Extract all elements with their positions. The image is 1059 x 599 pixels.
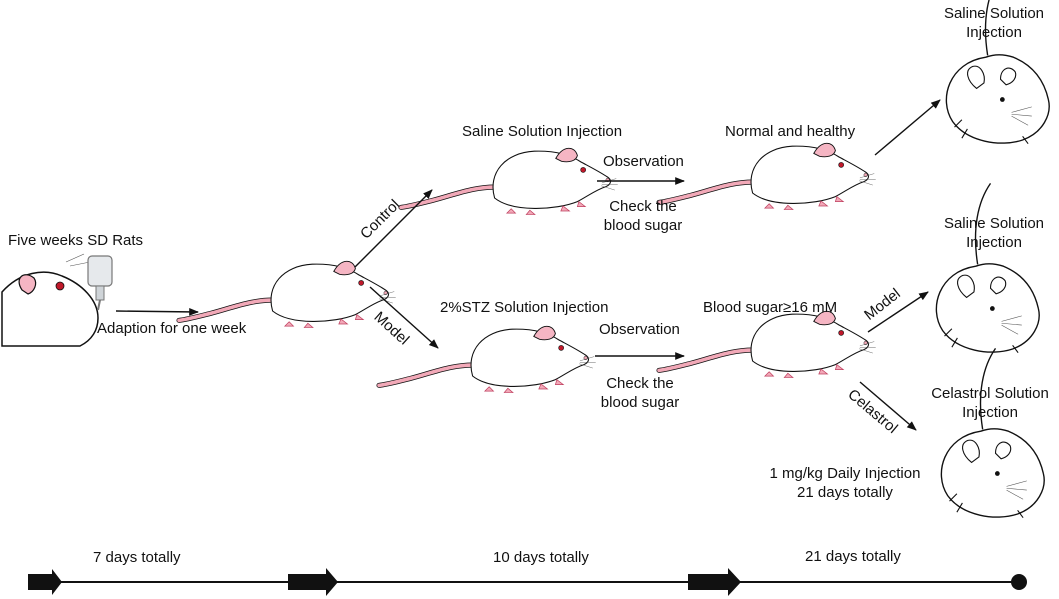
normal-group-arrow [874, 99, 941, 156]
flow-arrows [115, 99, 941, 431]
model-group-arrow [867, 291, 929, 333]
timeline-phase-2-label: 10 days totally [493, 549, 589, 566]
start-rat-illustration [1, 253, 113, 347]
start-label: Five weeks SD Rats [8, 232, 144, 249]
control-injection-rat [401, 148, 618, 214]
model-observation-label: Observation [599, 321, 680, 338]
model-arrow [369, 286, 439, 349]
celastrol-group-arrow [859, 381, 917, 431]
control-outcome-label: Normal and healthy [725, 123, 856, 140]
model-injection-label: 2%STZ Solution Injection [440, 299, 609, 316]
control-injection-label: Saline Solution Injection [462, 123, 623, 140]
baseline-rat [179, 261, 396, 327]
celastrol-group-mouse [940, 347, 1045, 519]
model-outcome-rat [659, 311, 876, 377]
model-outcome-label: Blood sugar≥16 mM [703, 299, 838, 316]
control-observation-label: Observation [603, 153, 684, 170]
adaption-label: Adaption for one week [97, 320, 247, 337]
timeline-phase-1-label: 7 days totally [93, 549, 181, 566]
adaption-arrow [115, 307, 199, 316]
model-group-mouse [935, 182, 1040, 354]
control-arrow [354, 189, 433, 268]
control-outcome-rat [659, 143, 876, 209]
timeline-axis [28, 568, 1027, 596]
timeline-phase-3-label: 21 days totally [805, 548, 901, 565]
